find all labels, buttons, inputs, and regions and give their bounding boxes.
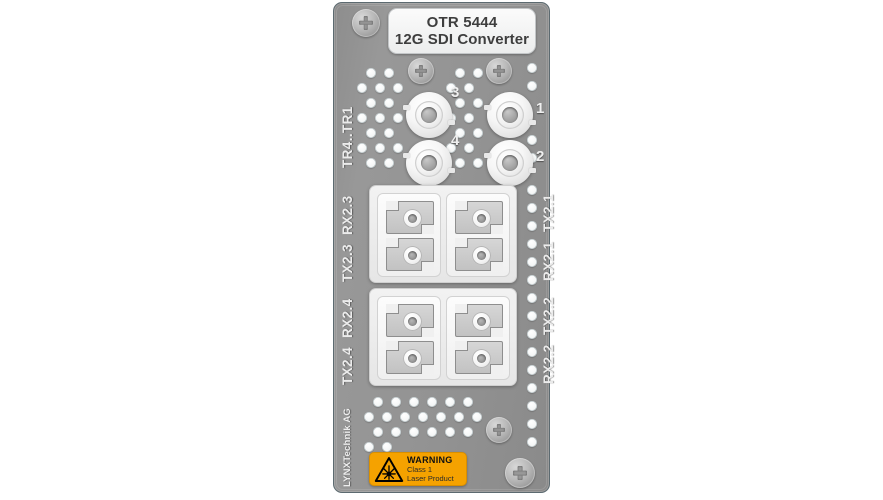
sfp-cage-2-3[interactable] [377,193,441,277]
lc-ferrule [403,209,422,228]
laser-warning-label: WARNING Class 1 Laser Product [369,452,467,486]
bnc-group-label: TR4..TR1 [340,106,355,168]
lc-connector-rx2-2[interactable] [454,340,504,375]
lc-connector-rx2-1[interactable] [454,237,504,272]
port-label-tx2-3: TX2.3 [340,243,355,282]
bnc-bayonet-lug [448,168,455,173]
sfp-block-lower [369,288,517,386]
bnc-bayonet-lug [484,105,491,110]
lc-connector-rx2-3[interactable] [385,200,435,235]
bnc-connector-2[interactable] [484,140,536,186]
port-label-tx2-4: TX2.4 [340,346,355,385]
laser-radiation-icon [374,456,404,482]
port-label-rx2-4: RX2.4 [340,298,355,338]
lc-connector-tx2-3[interactable] [385,237,435,272]
lc-connector-rx2-4[interactable] [385,303,435,338]
bnc-bayonet-lug [403,105,410,110]
port-label-tx2-1: TX2.1 [541,193,556,232]
bnc-connector-3[interactable] [403,92,455,138]
port-label-rx2-3: RX2.3 [340,195,355,235]
bnc-bayonet-lug [529,168,536,173]
lc-ferrule [472,349,491,368]
lc-ferrule [472,209,491,228]
sfp-cage-2-2[interactable] [446,296,510,380]
warning-product-line: Laser Product [407,473,454,483]
bnc-bayonet-lug [529,120,536,125]
panel-screw-bottom-right[interactable] [505,458,535,488]
lc-connector-tx2-4[interactable] [385,340,435,375]
lc-ferrule [472,312,491,331]
bnc-connector-1[interactable] [484,92,536,138]
sfp-cage-2-1[interactable] [446,193,510,277]
product-description-text: 12G SDI Converter [394,30,530,48]
lc-ferrule [403,349,422,368]
bnc-number-4: 4 [451,132,460,149]
port-label-rx2-2: RX2.2 [541,344,556,384]
lc-connector-tx2-2[interactable] [454,303,504,338]
bnc-center-pin [421,107,437,123]
bnc-connector-4[interactable] [403,140,455,186]
panel-screw-top-left[interactable] [352,9,380,37]
product-id-label: OTR 5444 12G SDI Converter [388,8,536,54]
bnc-bayonet-lug [448,120,455,125]
bnc-center-pin [421,155,437,171]
lc-ferrule [472,246,491,265]
sfp-cage-2-4[interactable] [377,296,441,380]
panel-screw-lower-mid[interactable] [486,417,512,443]
bnc-number-2: 2 [536,148,545,165]
warning-text-block: WARNING Class 1 Laser Product [407,454,454,483]
lc-ferrule [403,312,422,331]
bnc-center-pin [502,107,518,123]
warning-class-line: Class 1 [407,465,433,475]
lc-connector-tx2-1[interactable] [454,200,504,235]
bnc-bayonet-lug [484,153,491,158]
brand-label: LYNXTechnik AG [342,408,353,487]
warning-title: WARNING [407,454,453,465]
bnc-number-3: 3 [451,84,460,101]
bnc-number-1: 1 [536,100,545,117]
port-label-rx2-1: RX2.1 [541,241,556,281]
product-model-text: OTR 5444 [426,13,498,31]
panel-screw-upper-left[interactable] [408,58,434,84]
panel-screw-upper-right[interactable] [486,58,512,84]
bnc-bayonet-lug [403,153,410,158]
sfp-block-upper [369,185,517,283]
lc-ferrule [403,246,422,265]
bnc-center-pin [502,155,518,171]
port-label-tx2-2: TX2.2 [541,296,556,335]
